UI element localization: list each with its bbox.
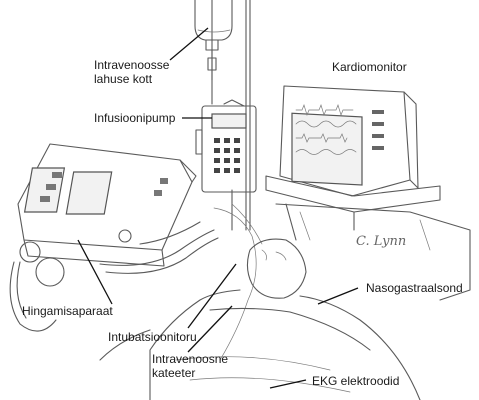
ventilator-drawing bbox=[9, 143, 197, 332]
label-intubation-tube: Intubatsioonitoru bbox=[108, 330, 197, 344]
label-infusion-pump: Infusioonipump bbox=[94, 111, 176, 125]
cardiac-monitor-drawing bbox=[265, 85, 441, 231]
leader-ventilator bbox=[77, 239, 113, 305]
patient-drawing bbox=[99, 203, 471, 400]
leader-iv-catheter bbox=[187, 305, 233, 353]
artist-signature: C. Lynn bbox=[356, 234, 407, 249]
label-ventilator: Hingamisaparaat bbox=[22, 304, 113, 318]
label-iv-bag: Intravenoosse lahuse kott bbox=[94, 58, 170, 86]
leader-iv-bag bbox=[169, 27, 209, 61]
label-ekg-electrodes: EKG elektroodid bbox=[312, 374, 400, 388]
leader-ekg-electrodes bbox=[269, 379, 307, 389]
breathing-tubes bbox=[99, 203, 263, 361]
label-iv-catheter: Intravenoosne kateeter bbox=[152, 352, 229, 380]
label-nasogastric-tube: Nasogastraalsond bbox=[366, 281, 463, 295]
infusion-pump-drawing bbox=[195, 99, 257, 193]
iv-bag-drawing bbox=[194, 0, 233, 81]
leader-intubation-tube bbox=[187, 263, 237, 329]
label-cardiac-monitor: Kardiomonitor bbox=[332, 60, 407, 74]
leader-nasogastric-tube bbox=[317, 287, 359, 305]
